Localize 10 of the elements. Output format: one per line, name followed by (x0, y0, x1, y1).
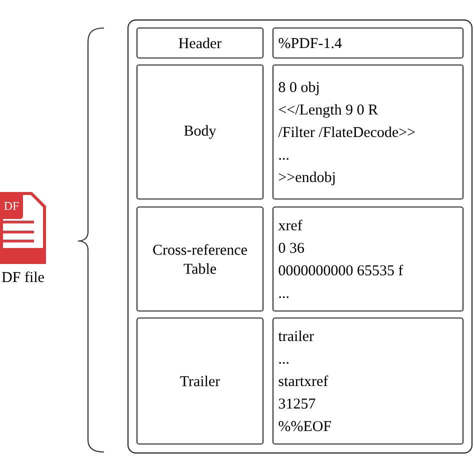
table-cell: Trailer (136, 317, 264, 445)
table-cell: Header (136, 27, 264, 59)
frame-box (127, 19, 473, 454)
table-cell: Body (136, 64, 264, 200)
code-cell: %PDF-1.4 (272, 27, 464, 59)
table-cell: Cross-reference Table (136, 206, 264, 312)
code-cell: 8 0 obj <</Length 9 0 R /Filter /FlateDecode>> ... >>endobj (272, 64, 464, 200)
code-cell: xref 0 36 0000000000 65535 f ... (272, 206, 464, 312)
icon-caption: DF file (2, 271, 44, 282)
code-cell: trailer ... startxref 31257 %%EOF (272, 317, 464, 445)
